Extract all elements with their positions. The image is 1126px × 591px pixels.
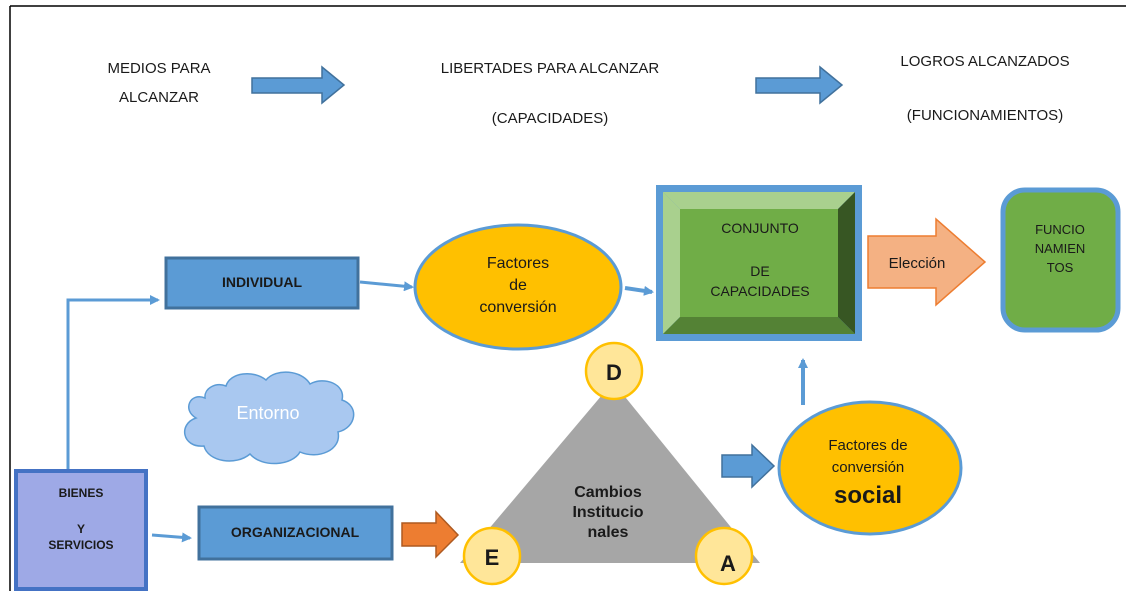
connector-individual-factores — [359, 280, 414, 292]
bienes-line3: SERVICIOS — [48, 538, 113, 552]
logros-line1: LOGROS ALCANZADOS — [900, 53, 1069, 70]
connector-bienes-organizacional — [151, 532, 192, 543]
organizacional-label: ORGANIZACIONAL — [231, 524, 360, 540]
bienes-line2: Y — [77, 522, 85, 536]
vertex-e-circle — [462, 526, 522, 586]
factores-conversion-line1: Factores — [487, 255, 549, 272]
factores-conversion-line2: de — [509, 277, 527, 294]
connector-bienes-individual — [66, 295, 160, 470]
cambios-institucionales-triangle — [460, 382, 760, 563]
connector-factores-conjunto — [624, 285, 654, 296]
factores-conversion-ellipse — [413, 223, 623, 351]
factores-social-line3: social — [834, 482, 902, 509]
factores-social-line2: conversión — [832, 459, 905, 476]
vertex-a-circle — [694, 526, 754, 586]
vertex-d-label: D — [606, 360, 622, 385]
bienes-line1: BIENES — [59, 486, 104, 500]
funcionamientos-line2: NAMIEN — [1035, 241, 1086, 256]
funcionamientos-box — [1000, 187, 1121, 333]
header-arrow-1 — [251, 65, 346, 105]
funcionamientos-line3: TOS — [1047, 260, 1074, 275]
libertades-line2: (CAPACIDADES) — [492, 110, 608, 127]
arrow-organizacional-to-triangle — [401, 510, 460, 559]
individual-box — [164, 256, 360, 310]
conjunto-line2: DE — [750, 263, 769, 279]
entorno-label: Entorno — [236, 403, 299, 423]
vertex-a-label: A — [720, 551, 736, 576]
medios-line1: MEDIOS PARA — [107, 60, 210, 77]
arrow-triangle-to-social — [721, 443, 776, 489]
bienes-servicios-box — [14, 469, 148, 591]
cambios-line1: Cambios — [574, 484, 642, 501]
eleccion-label: Elección — [889, 255, 946, 272]
entorno-cloud — [183, 371, 355, 465]
factores-conversion-line3: conversión — [479, 299, 556, 316]
conjunto-line3: CAPACIDADES — [710, 283, 809, 299]
organizacional-box — [197, 505, 394, 561]
eleccion-arrow — [867, 217, 987, 307]
factores-social-ellipse — [777, 400, 963, 536]
conjunto-line1: CONJUNTO — [721, 220, 799, 236]
funcionamientos-line1: FUNCIO — [1035, 222, 1085, 237]
vertex-e-label: E — [485, 545, 500, 570]
factores-social-line1: Factores de — [828, 437, 907, 454]
logros-line2: (FUNCIONAMIENTOS) — [907, 107, 1063, 124]
header-arrow-2 — [755, 65, 844, 105]
cambios-line2: Institucio — [572, 504, 643, 521]
libertades-line1: LIBERTADES PARA ALCANZAR — [441, 60, 660, 77]
medios-line2: ALCANZAR — [119, 89, 199, 106]
conjunto-capacidades-box — [656, 185, 862, 341]
individual-label: INDIVIDUAL — [222, 274, 303, 290]
vertex-d-circle — [584, 341, 644, 401]
cambios-line3: nales — [588, 524, 629, 541]
